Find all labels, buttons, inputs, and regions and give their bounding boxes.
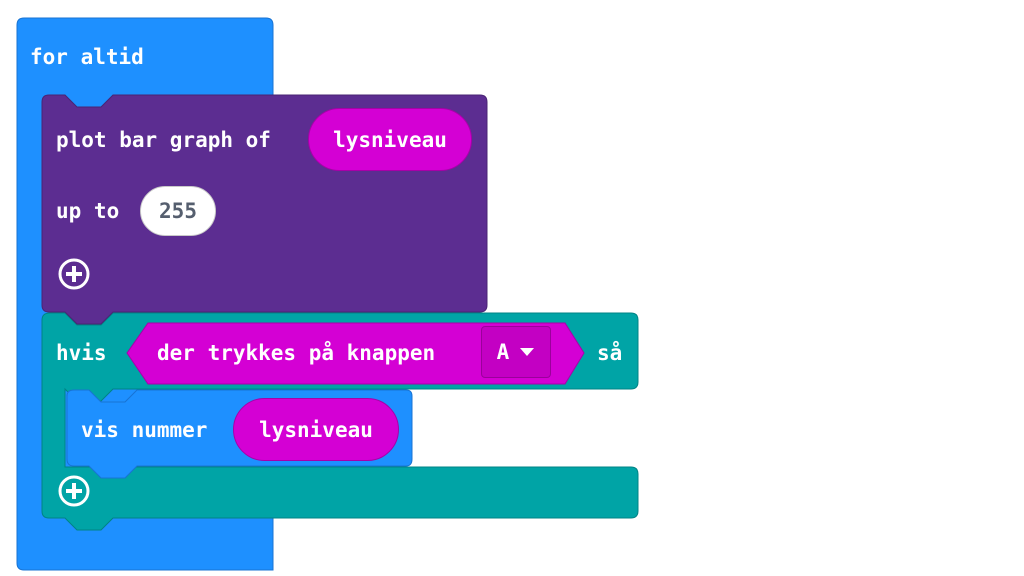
button-pressed-label: der trykkes på knappen [157,341,436,365]
button-dropdown[interactable]: A [481,326,551,378]
variable-name: lysniveau [259,417,373,442]
variable-pill-lysniveau-2[interactable]: lysniveau [233,398,399,461]
up-to-label: up to [56,199,120,223]
plus-circle-icon[interactable] [57,257,91,291]
button-pressed-condition[interactable] [126,322,585,385]
max-value-input[interactable]: 255 [140,186,216,236]
forever-label: for altid [30,45,144,69]
button-dropdown-value: A [496,340,510,364]
triangle-down-icon [520,348,535,356]
plus-circle-icon[interactable] [57,474,91,508]
if-label: hvis [56,341,107,365]
max-value-text: 255 [159,199,197,223]
then-label: så [597,341,623,365]
plot-bar-graph-label: plot bar graph of [56,128,271,152]
variable-pill-lysniveau[interactable]: lysniveau [308,108,472,171]
show-number-label: vis nummer [81,418,208,442]
variable-name: lysniveau [333,127,447,152]
